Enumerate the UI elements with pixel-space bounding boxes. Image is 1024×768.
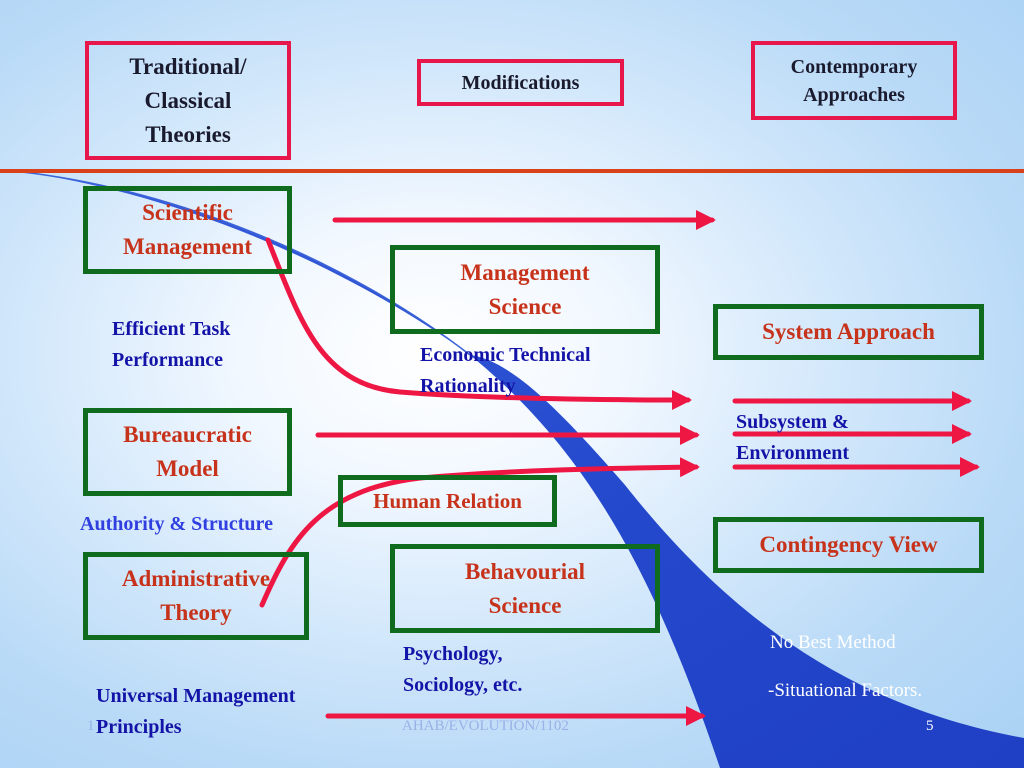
- efficient-task-label: Efficient Task Performance: [112, 318, 231, 371]
- scientific-management-text: Scientific Management: [122, 200, 253, 259]
- administrative-theory-text: Administrative Theory: [121, 566, 271, 625]
- behavioural-science-text: Behavourial Science: [464, 558, 586, 618]
- authority-structure-label: Authority & Structure: [80, 513, 273, 535]
- page-number: 5: [926, 718, 934, 734]
- arrows: [259, 210, 980, 726]
- contemporary-header-box: Contemporary Approaches: [751, 41, 957, 120]
- modifications-header-box: Modifications: [417, 59, 624, 106]
- universal-principles-label: Universal Management Principles: [96, 685, 296, 738]
- system-approach-text: System Approach: [762, 319, 935, 344]
- no-best-method-label: No Best Method: [770, 632, 896, 653]
- situational-factors-label: -Situational Factors.: [768, 680, 923, 701]
- arrow-curve-scientific-to-system: [265, 237, 692, 410]
- footer-center-text: AHAB/EVOLUTION/1102: [402, 718, 569, 734]
- human-relation-box: Human Relation: [338, 475, 557, 527]
- bureaucratic-model-box: Bureaucratic Model: [83, 408, 292, 496]
- subsystem-environment-label: Subsystem & Environment: [736, 411, 849, 464]
- contingency-view-text: Contingency View: [759, 532, 938, 557]
- system-approach-box: System Approach: [713, 304, 984, 360]
- contemporary-header-text: Contemporary Approaches: [790, 55, 918, 106]
- modifications-header-text: Modifications: [461, 71, 580, 94]
- scientific-management-box: Scientific Management: [83, 186, 292, 274]
- administrative-theory-box: Administrative Theory: [83, 552, 309, 640]
- swoosh-edge-line: [21, 171, 471, 356]
- behavioural-science-box: Behavourial Science: [390, 544, 660, 633]
- management-science-text: Management Science: [460, 259, 590, 319]
- bureaucratic-model-text: Bureaucratic Model: [123, 422, 252, 481]
- management-science-box: Management Science: [390, 245, 660, 334]
- contingency-view-box: Contingency View: [713, 517, 984, 573]
- traditional-header-text: Traditional/ Classical Theories: [129, 53, 247, 147]
- economic-technical-label: Economic Technical Rationality: [420, 344, 591, 397]
- traditional-header-box: Traditional/ Classical Theories: [85, 41, 291, 160]
- psychology-sociology-label: Psychology, Sociology, etc.: [403, 643, 523, 696]
- human-relation-text: Human Relation: [373, 489, 522, 513]
- footer-left-number: 1: [87, 718, 95, 734]
